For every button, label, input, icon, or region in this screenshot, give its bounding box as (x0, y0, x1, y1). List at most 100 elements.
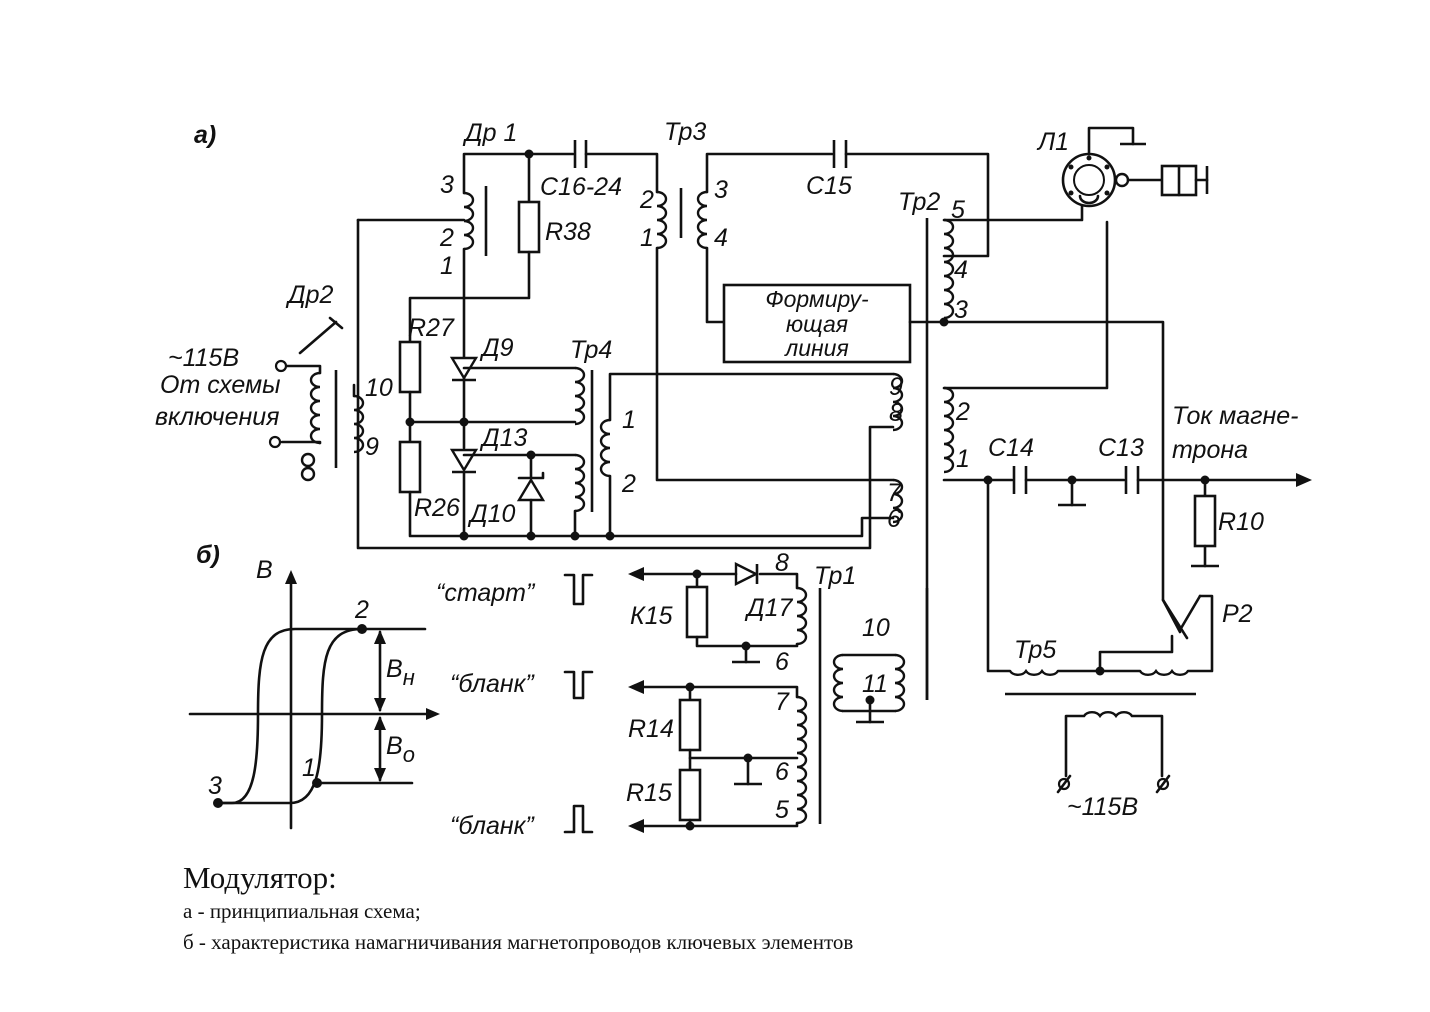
dr2-pin-9: 9 (365, 433, 379, 461)
source-voltage: ~115В (168, 344, 239, 372)
r15-label: R15 (626, 779, 672, 807)
r14-resistor (678, 698, 702, 752)
panel-label-a: а) (194, 121, 216, 149)
tr3-pin-2: 2 (639, 186, 654, 214)
wire-c16-tr3 (584, 152, 659, 194)
dr2-adjust-tick (328, 316, 344, 330)
caption-line-a: а - принципиальная схема; (183, 899, 421, 923)
point-1-label: 1 (302, 754, 316, 782)
wire-mains-right (1130, 714, 1164, 778)
bn-arrow-bottom (374, 698, 386, 712)
relay-armature (1178, 594, 1202, 632)
tr5-winding-right (1139, 668, 1189, 676)
wire-r38-r27 (408, 250, 531, 344)
point-1 (312, 778, 322, 788)
tr1-winding-7-5 (796, 695, 808, 825)
dr2-choke: Др2 10 9 (285, 281, 393, 482)
c14-label: С14 (988, 434, 1034, 462)
wire-tr2-l1 (942, 198, 1084, 222)
current-label-2: трона (1172, 436, 1248, 464)
pin-7: 7 (887, 479, 902, 507)
l1-envelope (1061, 152, 1117, 208)
pulse-blank1-icon (563, 670, 594, 700)
point-2-label: 2 (354, 596, 369, 624)
pin-6: 6 (887, 505, 901, 533)
tr3-pin-3: 3 (714, 176, 728, 204)
tr1-transformer: Тр1 8 6 7 6 5 10 11 (775, 549, 929, 825)
bo-label: Во (386, 732, 415, 767)
dr1-label: Др 1 (462, 119, 517, 147)
l1-label: Л1 (1036, 128, 1069, 156)
bo-sub: о (403, 742, 415, 767)
wire-tr1-5 (688, 821, 799, 828)
source-line-2: включения (155, 403, 280, 431)
tr2-pin-2: 2 (955, 398, 970, 426)
tr2-pin-4: 4 (954, 256, 968, 284)
dr2-pin-10: 10 (365, 374, 393, 402)
tr2-lower-winding (943, 386, 955, 474)
d13-diode (449, 448, 479, 473)
pulse-start-icon (563, 573, 594, 606)
r38-resistor (517, 200, 541, 254)
tr1-pin-11: 11 (862, 670, 888, 698)
l1-magnetron: Л1 (1036, 126, 1209, 208)
forming-line-text-1: Формиру- (765, 286, 869, 312)
signal-blank2-label: “бланк” (450, 812, 535, 840)
l1-seg-1 (1086, 155, 1092, 161)
wire-line-relay (908, 320, 1182, 634)
wire-tr3-pin1 (655, 246, 895, 482)
wire-bottom-bus (408, 490, 895, 538)
l1-ground-wire (1087, 126, 1135, 156)
r26-label: R26 (414, 494, 460, 522)
y-axis-arrow-icon (285, 570, 297, 584)
tr1-pin-5: 5 (775, 796, 789, 824)
node-r27-r26 (405, 417, 415, 427)
point-3-label: 3 (208, 772, 222, 800)
tr4-label: Тр4 (570, 336, 612, 364)
l1-seg-2 (1068, 164, 1074, 170)
tr1-winding-10-11 (832, 653, 906, 713)
tr2-label: Тр2 (898, 188, 940, 216)
tr5-winding-left (1009, 668, 1059, 676)
wire-blank1-out (638, 685, 799, 699)
tr2-pin-5: 5 (951, 196, 965, 224)
pulse-blank2-icon (563, 804, 594, 834)
dr2-label: Др2 (285, 281, 334, 309)
tr3-pin-4: 4 (714, 224, 728, 252)
r10-resistor (1193, 494, 1217, 548)
tr4-pin-1: 1 (622, 406, 636, 434)
bo-arrow-top (374, 716, 386, 730)
tr4-pin-2: 2 (621, 470, 636, 498)
hysteresis-left-branch (216, 627, 364, 805)
node-d10-top (526, 450, 536, 460)
dr2-coil-turn-1 (300, 452, 316, 468)
node-bottom-1 (459, 531, 469, 541)
wire-tr1-8 (758, 572, 799, 590)
d9-label: Д9 (479, 334, 514, 362)
tr1-winding-8-6 (796, 586, 808, 646)
p2-label: Р2 (1222, 600, 1253, 628)
dr1-choke: Др 1 3 2 1 (439, 119, 517, 280)
d10-label: Д10 (467, 500, 516, 528)
bo-main: В (386, 732, 403, 760)
wire-source-top (280, 364, 322, 375)
tr1-pin-6b: 6 (775, 758, 789, 786)
bn-label: Вн (386, 655, 415, 690)
blank1-arrow (628, 680, 644, 694)
dr2-winding-right (353, 394, 365, 454)
wire-tr3-line (705, 246, 726, 324)
d10-bar (517, 471, 545, 480)
signal-blank1-label: “бланк” (450, 670, 535, 698)
tr1-pin-7: 7 (775, 688, 790, 716)
mains-slash-2 (1155, 774, 1171, 794)
tr1-pin-10: 10 (862, 614, 890, 642)
relay-contact (1161, 598, 1189, 640)
tr4-transformer: Тр4 1 2 (570, 336, 636, 513)
point-3 (213, 798, 223, 808)
pin-9: 9 (889, 373, 903, 401)
axis-b-label: В (256, 556, 273, 584)
dr1-winding (463, 191, 475, 251)
tr3-label: Тр3 (664, 118, 706, 146)
r14-label: R14 (628, 715, 674, 743)
node-bottom-3 (570, 531, 580, 541)
